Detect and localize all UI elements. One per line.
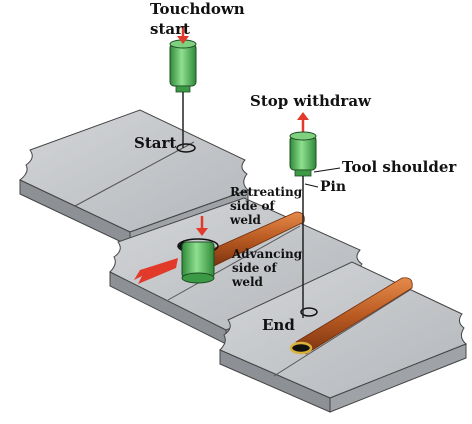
- touchdown-tool-shoulder: [175, 85, 191, 93]
- touchdown-label-line1: Touchdown: [150, 0, 245, 18]
- end-ring-mark: [300, 307, 318, 317]
- withdraw-tool-shoulder: [294, 169, 312, 177]
- plate-end: [219, 261, 467, 413]
- advancing-label-line1: Advancing: [231, 247, 303, 261]
- touchdown-tool-body: [169, 43, 197, 87]
- plate-end-seam: [273, 289, 411, 377]
- tool-shoulder-leader: [313, 167, 341, 173]
- retreating-label-line3: weld: [229, 213, 262, 227]
- start-label: Start: [134, 134, 176, 152]
- plate-start-top: [19, 109, 249, 233]
- stop-withdraw-label: Stop withdraw: [250, 92, 372, 110]
- withdraw-tool-top: [289, 131, 317, 141]
- plate-weld-seam: [167, 225, 301, 301]
- touchdown-label-line2: start: [150, 20, 190, 38]
- weld-tool: [177, 216, 219, 284]
- exit-hole: [289, 341, 313, 355]
- pin-label: Pin: [320, 179, 346, 195]
- tool-shoulder-label: Tool shoulder: [342, 158, 457, 176]
- pin-leader: [304, 183, 319, 188]
- touchdown-arrow-head: [177, 36, 189, 44]
- travel-direction-arrow: [134, 258, 178, 284]
- weld-tool-bottom: [181, 272, 215, 284]
- weld-bead-full: [295, 277, 413, 355]
- retreating-label-line1: Retreating: [230, 185, 303, 199]
- withdraw-tool-body: [289, 135, 317, 171]
- start-entry-mark: [176, 143, 196, 153]
- advancing-label-line2: side of: [232, 261, 278, 275]
- advancing-label-line3: weld: [231, 275, 264, 289]
- plate-start-seam: [74, 141, 195, 207]
- plate-end-right-side: [329, 343, 467, 413]
- withdraw-arrow-head: [297, 112, 309, 120]
- withdraw-tool: [289, 112, 341, 318]
- end-label: End: [262, 316, 295, 334]
- weld-tool-arrow-head: [196, 228, 208, 236]
- touchdown-tool: [169, 26, 197, 148]
- retreating-label-line2: side of: [230, 199, 276, 213]
